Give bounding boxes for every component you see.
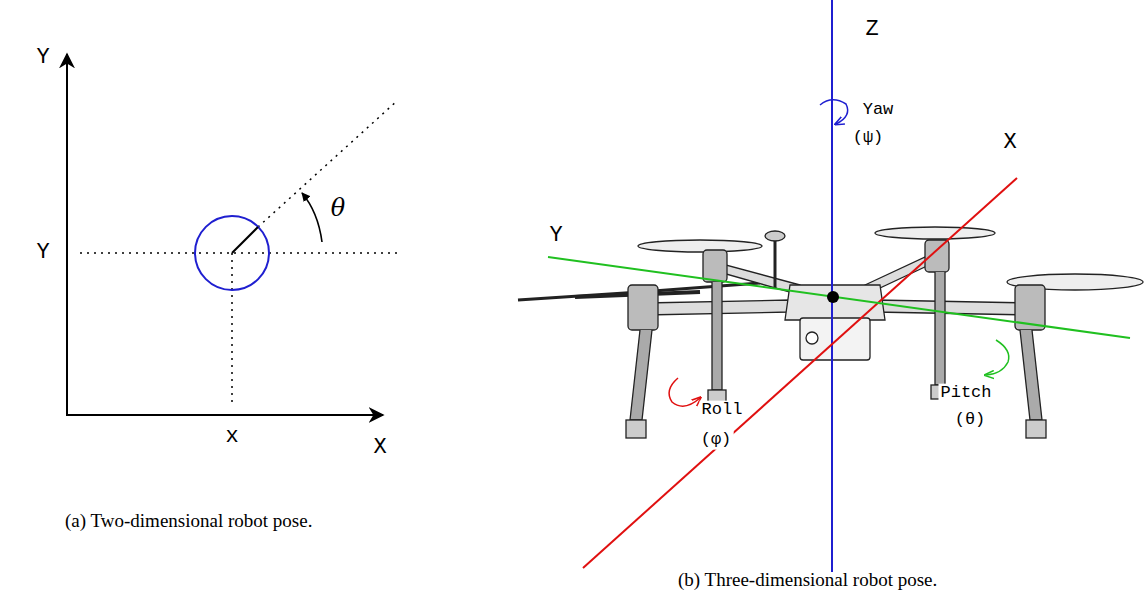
rotation-label: Yaw [861,101,896,120]
pitch-arrow [986,340,1009,375]
coordinate-label: x [225,425,238,449]
x-axis [66,414,383,416]
rotation-symbol: (φ) [699,431,734,450]
rotation-label: Roll [700,401,745,420]
robot-circle [195,216,269,290]
pose-2d [66,54,400,416]
y-axis [66,54,68,416]
z-axis [831,0,833,572]
coordinate-label: Y [36,241,49,265]
axis-label: Y [549,224,562,248]
heading-line [232,227,258,253]
heading-guide [258,100,398,227]
rotation-symbol: (θ) [953,411,988,430]
y-guide [80,252,400,254]
axis-label: Z [865,18,878,42]
angle-label: θ [331,195,345,221]
caption: (a) Two-dimensional robot pose. [65,511,312,532]
rotation-label: Pitch [938,384,993,403]
roll-arrow [669,378,700,406]
caption: (b) Three-dimensional robot pose. [678,570,937,591]
x-guide [231,253,233,405]
axis-label: X [373,436,386,460]
theta-arc [302,193,322,242]
axis-label: X [1003,131,1016,155]
drone [518,227,1143,438]
y-axis [548,257,1130,338]
x-axis [583,178,1017,568]
axis-label: Y [36,46,49,70]
axes-3d [548,0,1130,572]
origin-dot [827,291,839,303]
yaw-arrow [820,100,848,124]
rotation-symbol: (ψ) [851,129,886,148]
